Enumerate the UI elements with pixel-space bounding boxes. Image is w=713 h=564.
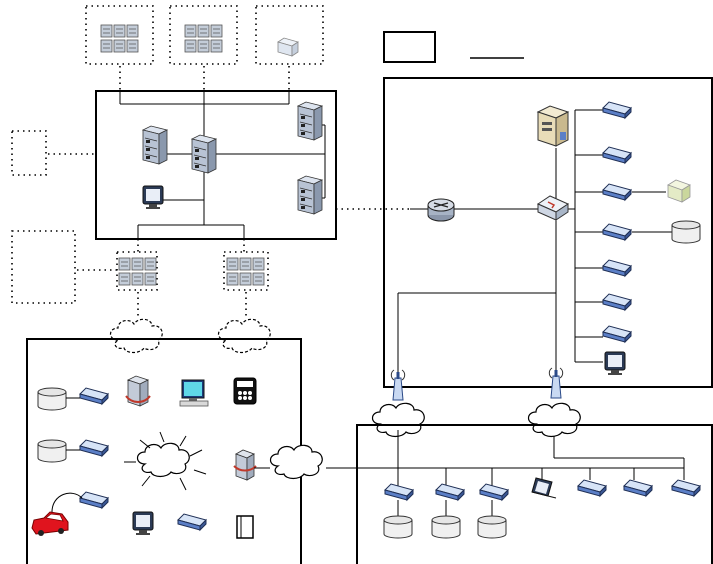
server-stack-icon [298,176,322,214]
modem-icon [672,480,700,496]
modem-icon [603,326,631,342]
tablet-icon [237,516,253,538]
cloud-icon [271,445,323,478]
legend-box [384,32,435,62]
modem-icon [436,484,464,500]
modem-icon [578,480,606,496]
modem-icon [603,260,631,276]
cloud-icon [111,319,163,352]
phone-device-icon [234,378,256,404]
modem-icon [603,102,631,118]
tower-server-icon [234,450,256,480]
server-rack-icon [227,258,264,285]
cloud-icon [529,403,581,436]
modem-icon [603,184,631,200]
car-icon [32,512,68,536]
modem-icon [80,492,108,508]
modem-icon [624,480,652,496]
disk-icon [672,221,700,243]
modem-icon [603,147,631,163]
router-icon [428,199,454,221]
modem-icon [80,440,108,456]
monitor-icon [133,512,153,535]
switch-icon [538,196,568,220]
server-stack-icon [192,135,216,173]
disk-icon [478,516,506,538]
monitor-icon [605,352,625,375]
modem-icon [603,224,631,240]
server-rack-icon [119,258,156,285]
workstation-icon [180,380,208,406]
disk-icon [38,440,66,462]
access-point-icon [391,370,404,400]
modem-icon [80,388,108,404]
disk-icon [432,516,460,538]
camera-icon [126,376,150,406]
server-stack-icon [143,126,167,164]
modem-icon [178,514,206,530]
dotted-group-left-1 [12,131,46,175]
server-icon-small [278,38,298,56]
dotted-group-left-2 [12,231,75,303]
server-rack-icon [101,25,138,52]
modem-icon [603,294,631,310]
wireless-cloud-icon [124,432,206,490]
monitor-icon [143,186,163,209]
modem-icon [385,484,413,500]
access-point-icon [549,368,562,398]
server-icon-small [668,180,690,202]
tower-server-icon [538,106,568,146]
disk-icon [38,388,66,410]
modem-icon [480,484,508,500]
disk-icon [384,516,412,538]
server-stack-icon [298,102,322,140]
laptop-icon [532,478,556,498]
server-rack-icon [185,25,222,52]
cloud-icon [219,319,271,352]
